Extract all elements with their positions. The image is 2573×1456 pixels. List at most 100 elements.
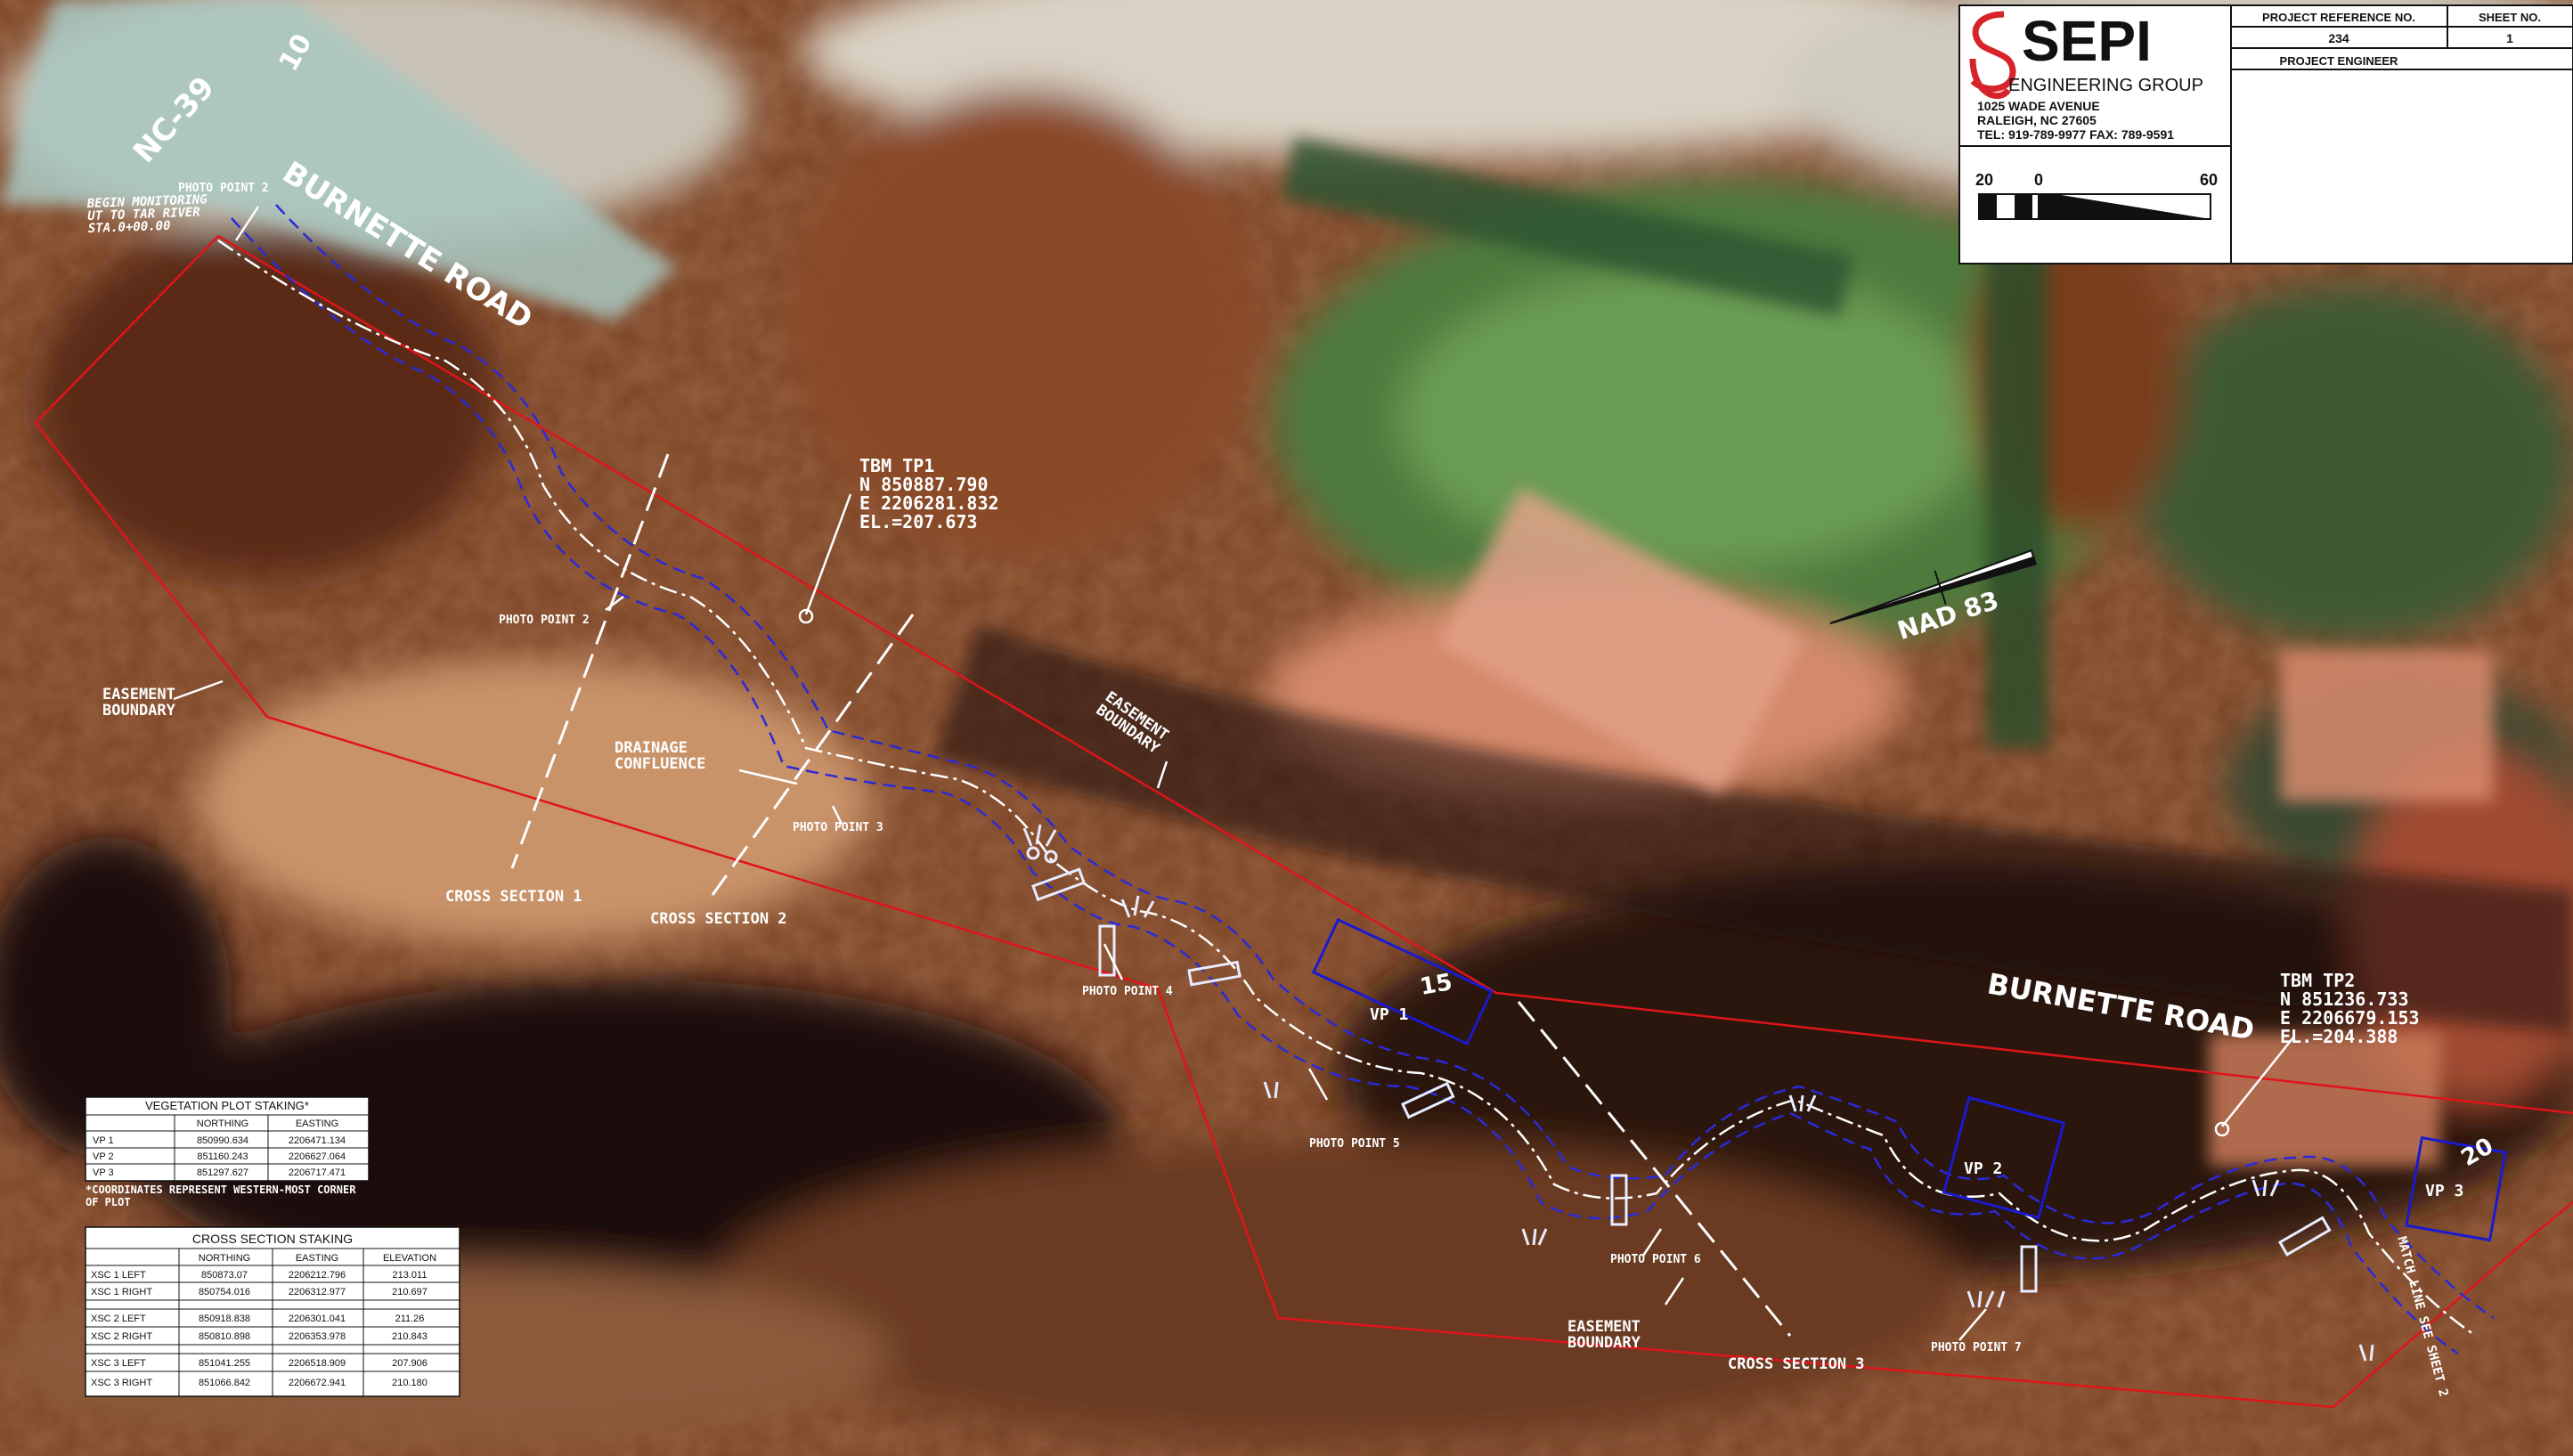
svg-text:0: 0 xyxy=(2034,171,2043,189)
drainage-confluence-label: DRAINAGE CONFLUENCE xyxy=(615,739,705,773)
svg-text:210.843: 210.843 xyxy=(392,1331,427,1342)
svg-text:XSC 2 RIGHT: XSC 2 RIGHT xyxy=(91,1331,152,1342)
structure-cluster xyxy=(1610,1174,1628,1226)
stream-bank-right xyxy=(275,204,2495,1320)
svg-text:2206471.134: 2206471.134 xyxy=(289,1135,346,1146)
vp3-label: VP 3 xyxy=(2425,1182,2463,1200)
svg-text:XSC 3 LEFT: XSC 3 LEFT xyxy=(91,1358,146,1369)
project-reference-label: PROJECT REFERENCE NO. xyxy=(2262,11,2415,24)
svg-text:2206672.941: 2206672.941 xyxy=(289,1378,346,1388)
vegetation-plot-table: VEGETATION PLOT STAKING* NORTHING EASTIN… xyxy=(85,1096,370,1182)
cross-section-3-label: CROSS SECTION 3 xyxy=(1728,1355,1865,1373)
structure-cluster xyxy=(1031,867,1087,901)
svg-text:211.26: 211.26 xyxy=(395,1314,425,1324)
structure-cluster xyxy=(2020,1245,2038,1293)
svg-text:EASTING: EASTING xyxy=(296,1253,338,1264)
stream-structures xyxy=(1022,824,2374,1362)
station-15-label: 15 xyxy=(1418,969,1454,1001)
table-row: XSC 2 LEFT 850918.838 2206301.041 211.26 xyxy=(91,1314,424,1324)
easement-boundary xyxy=(34,234,2573,1409)
svg-text:850990.634: 850990.634 xyxy=(197,1135,248,1146)
svg-text:850918.838: 850918.838 xyxy=(199,1314,250,1324)
structure-cluster xyxy=(2251,1179,2280,1197)
svg-text:851160.243: 851160.243 xyxy=(197,1151,248,1162)
photo-point-5-label: PHOTO POINT 5 xyxy=(1309,1137,1400,1151)
cross-section-table: CROSS SECTION STAKING NORTHING EASTING E… xyxy=(85,1226,460,1397)
photo-point-7-label: PHOTO POINT 7 xyxy=(1931,1341,2022,1354)
stream-centerline xyxy=(217,239,2477,1338)
xsc-table-title: CROSS SECTION STAKING xyxy=(192,1232,353,1246)
vp2-label: VP 2 xyxy=(1964,1159,2002,1178)
structure-cluster xyxy=(1098,924,1116,977)
svg-text:2206301.041: 2206301.041 xyxy=(289,1314,346,1324)
sepi-logo: SEPI ENGINEERING GROUP xyxy=(1969,9,2203,100)
sheet-value: 1 xyxy=(2506,31,2513,45)
svg-text:851297.627: 851297.627 xyxy=(197,1167,248,1178)
svg-text:210.180: 210.180 xyxy=(392,1378,427,1388)
structure-cluster xyxy=(1788,1094,1817,1112)
structure-cluster xyxy=(1263,1081,1279,1099)
veg-table-note-2: OF PLOT xyxy=(85,1196,131,1208)
scale-bar: 20 0 60 xyxy=(1975,171,2218,220)
svg-text:851066.842: 851066.842 xyxy=(199,1378,250,1388)
svg-text:213.011: 213.011 xyxy=(393,1270,427,1281)
cross-section-2-label: CROSS SECTION 2 xyxy=(650,910,787,928)
easement-label-1: EASEMENT BOUNDARY xyxy=(102,686,184,720)
vp1-label: VP 1 xyxy=(1370,1005,1408,1024)
svg-text:VP 3: VP 3 xyxy=(93,1167,114,1178)
address-2: RALEIGH, NC 27605 xyxy=(1977,113,2097,127)
svg-text:VP 2: VP 2 xyxy=(93,1151,114,1162)
veg-table-title: VEGETATION PLOT STAKING* xyxy=(145,1099,309,1112)
svg-text:850810.898: 850810.898 xyxy=(199,1331,250,1342)
project-engineer-label: PROJECT ENGINEER xyxy=(2280,54,2399,68)
structure-cluster xyxy=(2358,1344,2374,1362)
photo-point-6-label: PHOTO POINT 6 xyxy=(1610,1253,1701,1266)
photo-point-2-top-label: PHOTO POINT 2 xyxy=(178,182,269,195)
vp2-box xyxy=(1942,1095,2066,1220)
company-name: SEPI xyxy=(2022,9,2152,73)
project-reference-value: 234 xyxy=(2328,31,2349,45)
svg-text:NORTHING: NORTHING xyxy=(199,1253,250,1264)
svg-text:XSC 3 RIGHT: XSC 3 RIGHT xyxy=(91,1378,152,1388)
sepi-logo-icon xyxy=(1969,11,2016,100)
svg-text:60: 60 xyxy=(2200,171,2218,189)
sheet-label: SHEET NO. xyxy=(2479,11,2541,24)
cross-section-1-label: CROSS SECTION 1 xyxy=(445,888,582,906)
easement-label-3: EASEMENT BOUNDARY xyxy=(1567,1318,1649,1352)
photo-point-2-label: PHOTO POINT 2 xyxy=(499,614,590,627)
svg-text:2206212.796: 2206212.796 xyxy=(289,1270,346,1281)
vp3-box xyxy=(2405,1135,2507,1242)
svg-text:ELEVATION: ELEVATION xyxy=(383,1253,436,1264)
table-row: VP 1 850990.634 2206471.134 xyxy=(93,1135,346,1146)
svg-text:VP 1: VP 1 xyxy=(93,1135,114,1146)
title-block: SEPI ENGINEERING GROUP 1025 WADE AVENUE … xyxy=(1958,4,2573,264)
svg-text:XSC 1 LEFT: XSC 1 LEFT xyxy=(91,1270,146,1281)
structure-cluster xyxy=(1966,1290,2006,1308)
table-row: XSC 3 RIGHT 851066.842 2206672.941 210.180 xyxy=(91,1378,427,1388)
svg-text:2206717.471: 2206717.471 xyxy=(289,1167,346,1178)
svg-text:2206518.909: 2206518.909 xyxy=(289,1358,346,1369)
table-row: XSC 1 LEFT 850873.07 2206212.796 213.011 xyxy=(91,1270,427,1281)
stream xyxy=(217,204,2495,1355)
photo-point-4-label: PHOTO POINT 4 xyxy=(1082,985,1173,998)
tbm1-marker xyxy=(798,608,814,624)
structure-cluster xyxy=(1521,1228,1548,1246)
structure-cluster xyxy=(1120,895,1155,918)
tbm2-marker xyxy=(2214,1121,2230,1137)
phone: TEL: 919-789-9977 FAX: 789-9591 xyxy=(1977,127,2174,142)
svg-text:XSC 2 LEFT: XSC 2 LEFT xyxy=(91,1314,146,1324)
svg-text:851041.255: 851041.255 xyxy=(199,1358,250,1369)
svg-text:850873.07: 850873.07 xyxy=(201,1270,248,1281)
address-1: 1025 WADE AVENUE xyxy=(1977,99,2100,113)
table-row: VP 3 851297.627 2206717.471 xyxy=(93,1167,346,1178)
svg-text:NORTHING: NORTHING xyxy=(197,1118,248,1129)
structure-cluster xyxy=(2277,1216,2332,1257)
map-labels: BEGIN MONITORING UT TO TAR RIVER STA.0+0… xyxy=(86,182,2498,1398)
cross-section-1-line xyxy=(510,453,670,869)
stream-bank-left xyxy=(231,217,2459,1355)
